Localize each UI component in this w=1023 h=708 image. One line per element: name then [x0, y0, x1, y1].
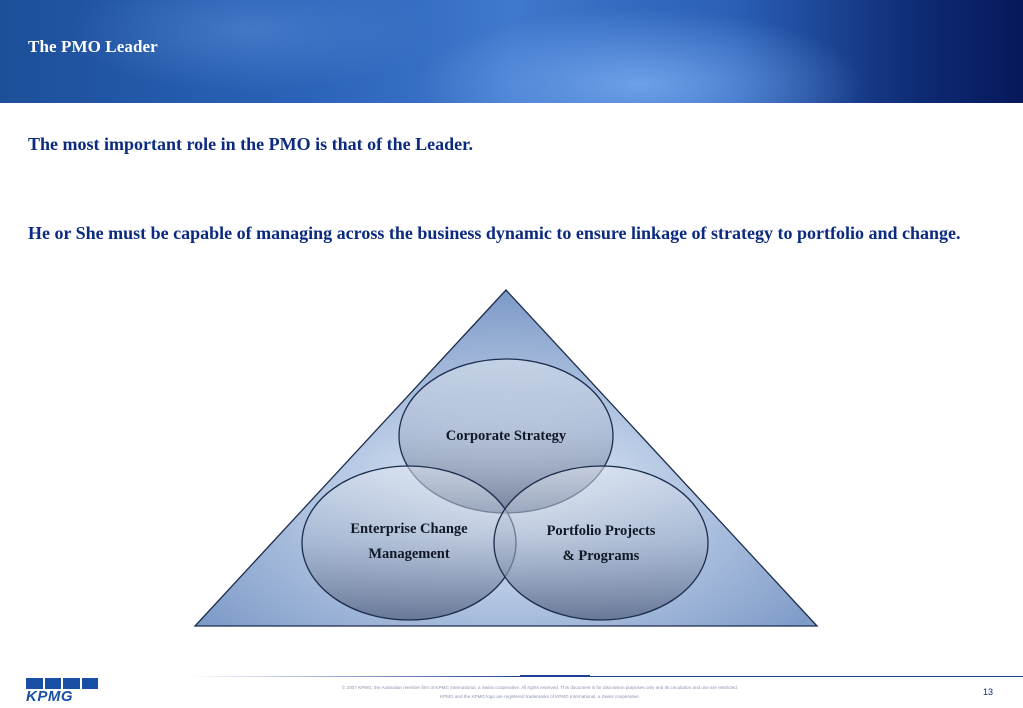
portfolio-projects-label-line-1: Portfolio Projects: [547, 523, 656, 539]
footer-divider-accent: [520, 675, 590, 677]
corporate-strategy-label: Corporate Strategy: [446, 428, 567, 444]
enterprise-change-circle: [301, 465, 517, 621]
slide-title: The PMO Leader: [28, 37, 158, 56]
intro-statement: The most important role in the PMO is th…: [28, 134, 473, 154]
portfolio-projects-circle: [493, 465, 709, 621]
footer-legal-line-2: KPMG and the KPMG logo are registered tr…: [440, 694, 640, 699]
enterprise-change-label-line-2: Management: [368, 546, 450, 562]
footer-legal-text: © 2007 KPMG, the Australian member firm …: [300, 683, 780, 701]
footer-divider: [190, 676, 1023, 677]
enterprise-change-label-line-1: Enterprise Change: [350, 521, 468, 537]
kpmg-logo: KPMG: [26, 678, 98, 704]
kpmg-logo-boxes: [26, 678, 98, 689]
leader-capability-statement: He or She must be capable of managing ac…: [28, 223, 961, 243]
footer-legal-line-1: © 2007 KPMG, the Australian member firm …: [341, 685, 739, 690]
kpmg-logo-wordmark: KPMG: [26, 688, 73, 705]
page-number: 13: [983, 687, 994, 697]
header-band: [0, 0, 1023, 103]
portfolio-projects-label-line-2: & Programs: [563, 548, 640, 564]
